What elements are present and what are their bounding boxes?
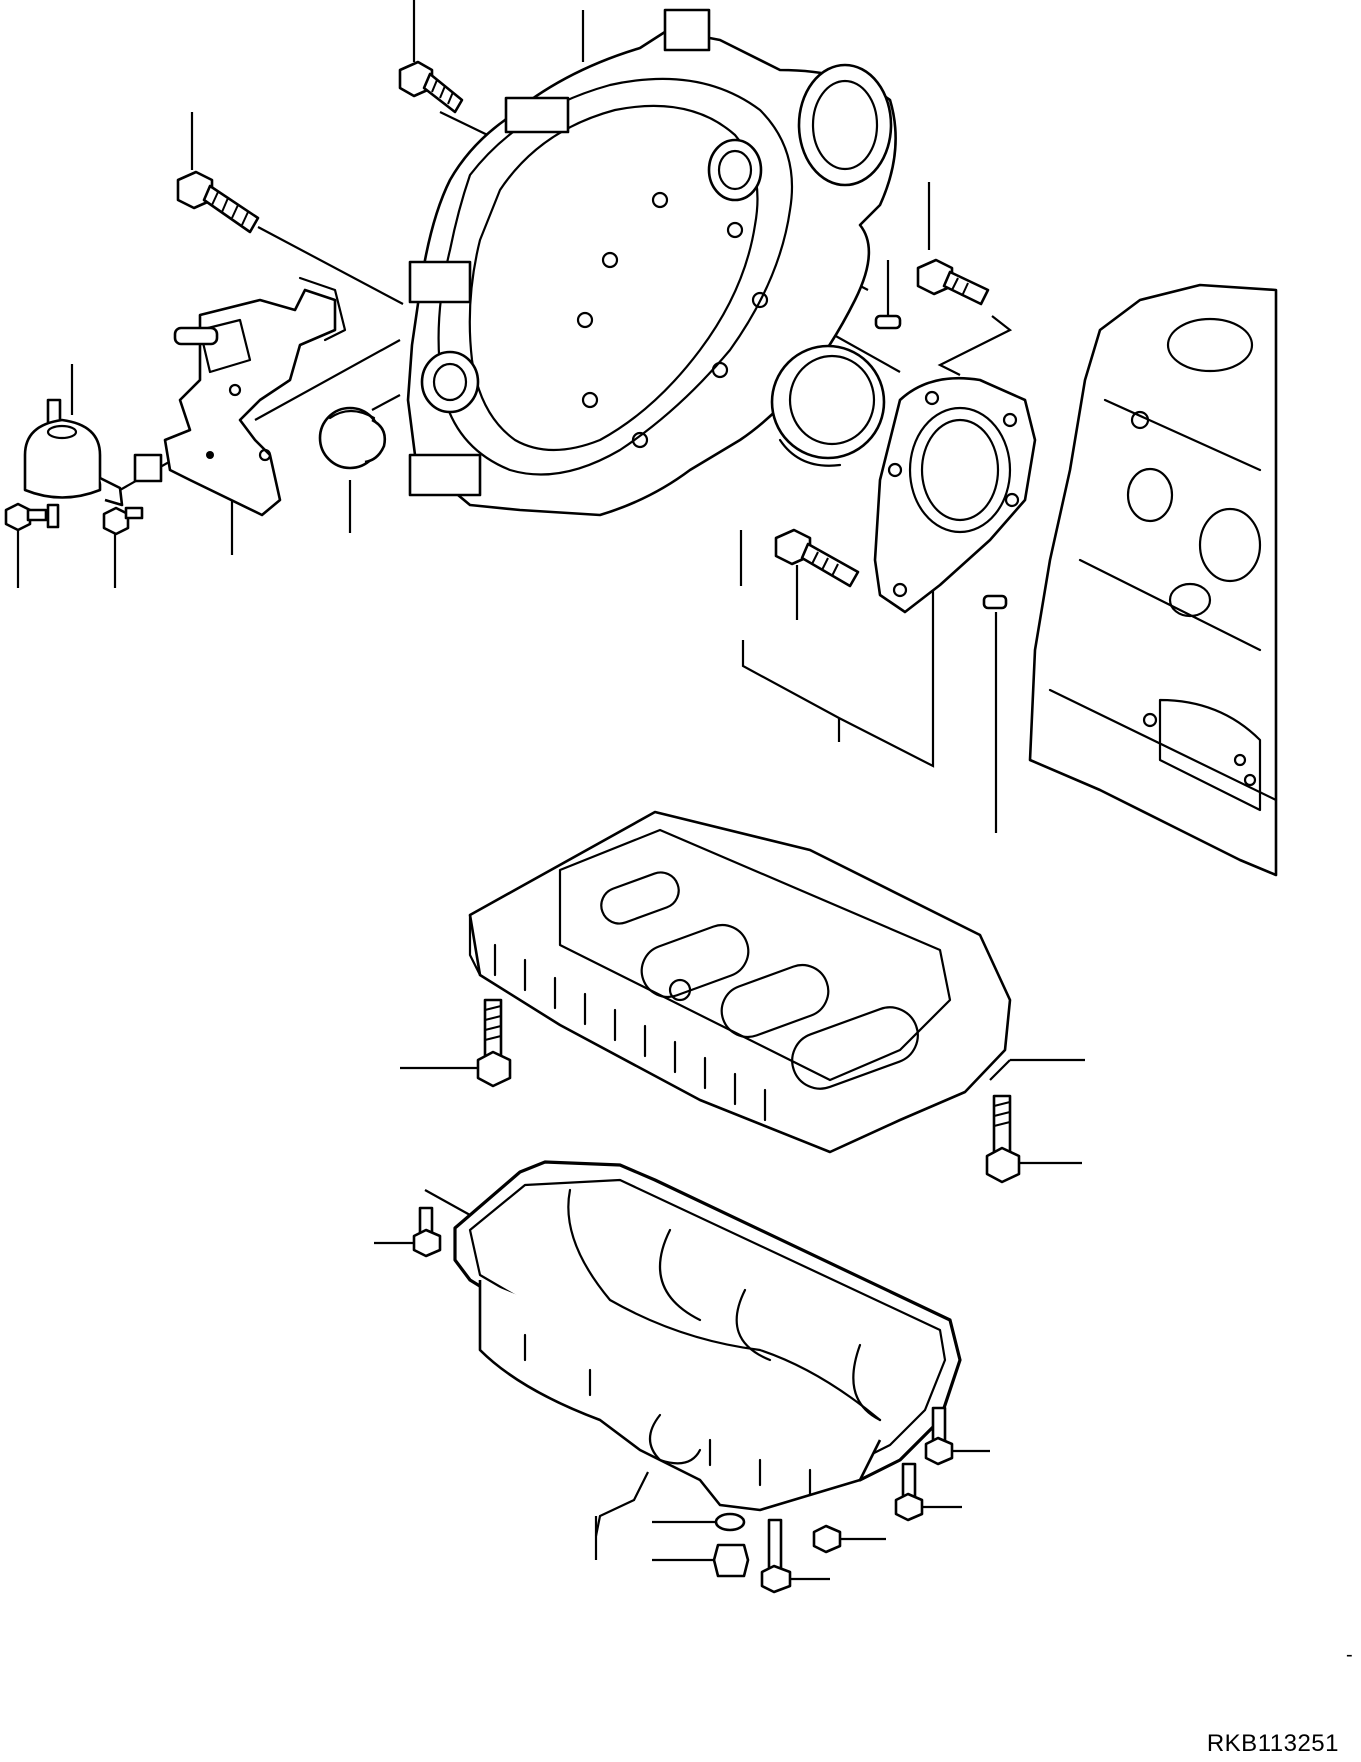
figure-code: RKB113251 bbox=[1206, 1730, 1339, 1757]
engine-mount-bracket bbox=[133, 276, 347, 517]
cylinder-block bbox=[1028, 283, 1278, 877]
oil-pan-fasteners bbox=[374, 1189, 990, 1594]
mount-bolts bbox=[4, 502, 144, 536]
ladder-frame bbox=[468, 810, 1012, 1154]
rubber-mount bbox=[23, 398, 124, 529]
oil-pan bbox=[453, 1160, 962, 1512]
ladder-frame-bolts bbox=[400, 998, 1085, 1184]
housing-bolts bbox=[176, 60, 990, 330]
plug-cap bbox=[318, 406, 387, 470]
oil-seal-ring bbox=[770, 344, 886, 467]
corner-mark: - bbox=[1346, 1644, 1353, 1666]
seal-retainer bbox=[774, 376, 1037, 614]
